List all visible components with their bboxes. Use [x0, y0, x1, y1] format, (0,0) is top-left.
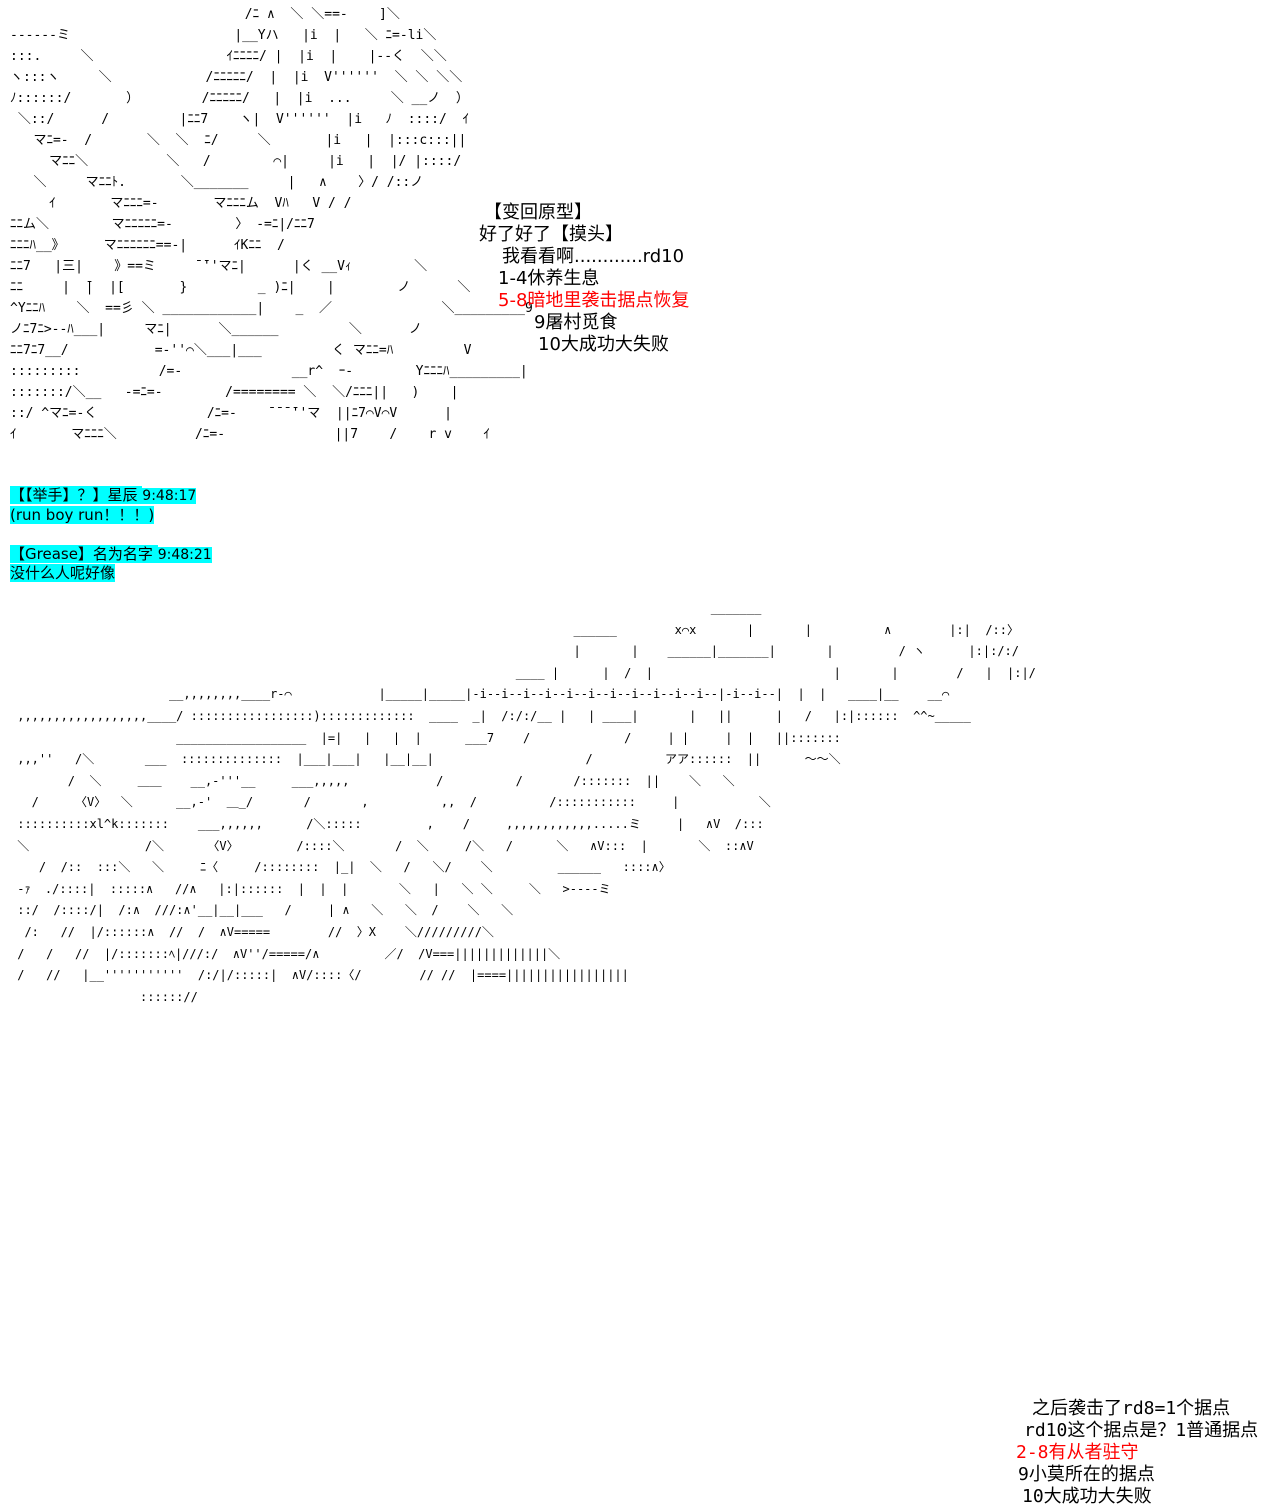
panel1-title: 【变回原型】 [484, 202, 592, 223]
chat-message-text: 没什么人呢好像 [10, 564, 116, 582]
option-item-highlight: 5-8暗地里袭击据点恢复 [498, 290, 690, 311]
chat-message-text: (run boy run！！！) [10, 506, 155, 524]
option-item: 9小莫所在的据点 [1018, 1464, 1155, 1485]
panel2-line: 之后袭击了rd8=1个据点 [1032, 1398, 1231, 1419]
chat-message: 没什么人呢好像 [10, 564, 116, 583]
ascii-art-landscape: _______ ______ x⌒x | | ∧ |:| /::〉 [17, 601, 1259, 1507]
panel1-line: 我看看啊............rd10 [502, 246, 685, 267]
option-item: 9屠村觅食 [534, 312, 618, 333]
chat-header: 【Grease】名为名字 9:48:21 [10, 545, 212, 565]
option-item: 1-4休养生息 [498, 268, 600, 289]
option-item-highlight: 2-8有从者驻守 [1016, 1442, 1139, 1463]
chat-timestamp: 9:48:21 [157, 547, 212, 563]
panel2-line: rd10这个据点是？1普通据点 [1024, 1420, 1259, 1441]
option-item: 10大成功大失败 [538, 334, 669, 355]
chat-message: (run boy run！！！) [10, 506, 155, 525]
ascii-art-figure: /ﾆ ∧ ＼ ＼==- ]＼ ------ミ |__Yハ |i | ＼ ﾆ=-l… [10, 7, 533, 442]
chat-header: 【【举手】？】星辰 9:48:17 [10, 486, 197, 506]
panel1-line: 好了好了【摸头】 [479, 224, 623, 245]
option-item: 10大成功大失败 [1022, 1486, 1152, 1507]
chat-timestamp: 9:48:17 [142, 488, 197, 504]
chat-username: 【【举手】？】星辰 [10, 486, 138, 504]
chat-username: 【Grease】名为名字 [10, 545, 153, 563]
